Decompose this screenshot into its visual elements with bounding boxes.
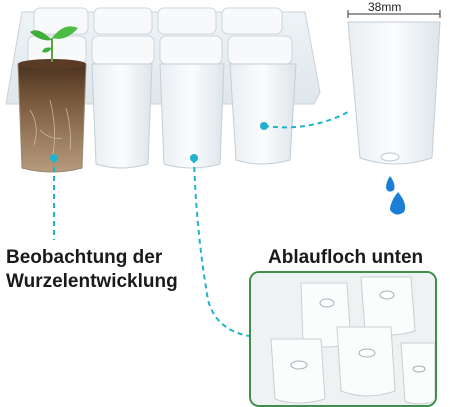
leader-dots — [50, 122, 268, 162]
root-observation-label: Beobachtung der Wurzelentwicklung — [6, 246, 178, 294]
water-drop-icon — [386, 176, 406, 215]
closeup-illustration — [251, 273, 435, 405]
back-row-cells — [27, 7, 293, 65]
drain-hole-label: Ablaufloch unten — [268, 247, 424, 268]
leader-lines — [53, 111, 349, 337]
planted-cell — [17, 59, 87, 173]
single-cell — [347, 10, 441, 165]
plant-seedling-icon — [30, 26, 78, 62]
root-observation-line1: Beobachtung der — [6, 247, 163, 268]
cell-width-label: 38mm — [368, 0, 402, 14]
root-observation-line2: Wurzelentwicklung — [6, 271, 178, 292]
front-row-cells — [91, 63, 297, 169]
drain-hole-closeup — [249, 271, 437, 407]
